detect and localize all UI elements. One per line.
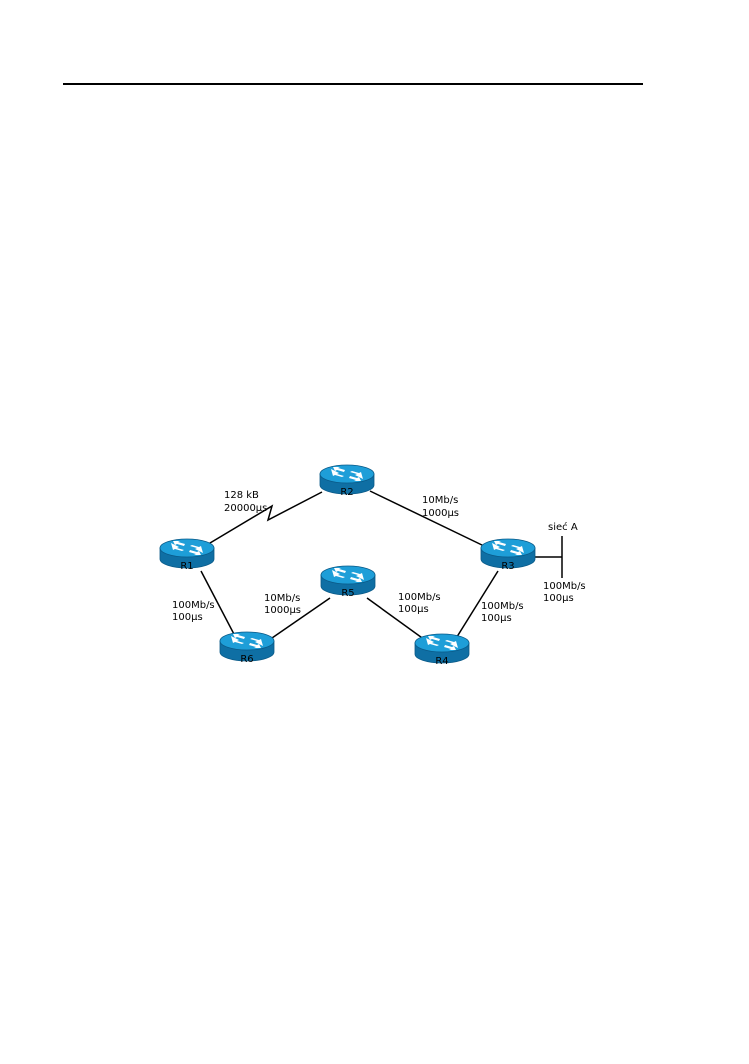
router-arrows-icon [231, 634, 263, 648]
router-arrows-icon [492, 541, 524, 555]
router-r2[interactable]: R2 [319, 464, 375, 498]
router-r6[interactable]: R6 [219, 631, 275, 665]
link-r2-r3 [369, 490, 485, 547]
router-r5[interactable]: R5 [320, 565, 376, 599]
router-r3[interactable]: R3 [480, 538, 536, 572]
link-r6-r5-bandwidth: 10Mb/s [264, 593, 300, 604]
router-top [319, 464, 375, 484]
link-r1-r2 [204, 491, 323, 547]
router-r4[interactable]: R4 [414, 633, 470, 667]
router-icon [480, 538, 536, 569]
link-r4-r3-bandwidth: 100Mb/s [481, 601, 524, 612]
router-top [414, 633, 470, 653]
router-arrows-icon [332, 568, 364, 582]
router-r1[interactable]: R1 [159, 538, 215, 572]
router-top [159, 538, 215, 558]
router-top [320, 565, 376, 585]
router-label: R5 [341, 588, 354, 599]
links [200, 490, 563, 641]
link-r1-r2-bandwidth: 128 kB [224, 490, 259, 501]
router-icon [414, 633, 470, 664]
link-r4-r3 [454, 570, 499, 641]
router-icon [159, 538, 215, 569]
link-r5-r4-bandwidth: 100Mb/s [398, 592, 441, 603]
router-arrows-icon [171, 541, 203, 555]
link-r3-network-delay: 100μs [543, 593, 574, 604]
link-r1-r6-bandwidth: 100Mb/s [172, 600, 215, 611]
link-r4-r3-delay: 100μs [481, 613, 512, 624]
router-icon [319, 464, 375, 495]
router-top [480, 538, 536, 558]
router-icon [320, 565, 376, 596]
network-label: sieć A [548, 521, 578, 533]
link-r3-network-bandwidth: 100Mb/s [543, 581, 586, 592]
link-r2-r3-bandwidth: 10Mb/s [422, 495, 458, 506]
link-r1-r2-delay: 20000μs [224, 503, 267, 514]
link-r2-r3-delay: 1000μs [422, 508, 459, 519]
router-label: R2 [340, 487, 353, 498]
router-label: R6 [240, 654, 253, 665]
link-r5-r4 [366, 597, 426, 641]
router-arrows-icon [331, 467, 363, 481]
page-header-rule [63, 83, 643, 85]
link-r1-r6-delay: 100μs [172, 612, 203, 623]
router-label: R1 [180, 561, 193, 572]
link-r6-r5-delay: 1000μs [264, 605, 301, 616]
link-r5-r4-delay: 100μs [398, 604, 429, 615]
router-icon [219, 631, 275, 662]
router-top [219, 631, 275, 651]
link-r6-r5 [271, 597, 331, 639]
router-label: R3 [501, 561, 514, 572]
router-arrows-icon [426, 636, 458, 650]
link-r1-r6 [200, 570, 237, 639]
router-label: R4 [435, 656, 448, 667]
